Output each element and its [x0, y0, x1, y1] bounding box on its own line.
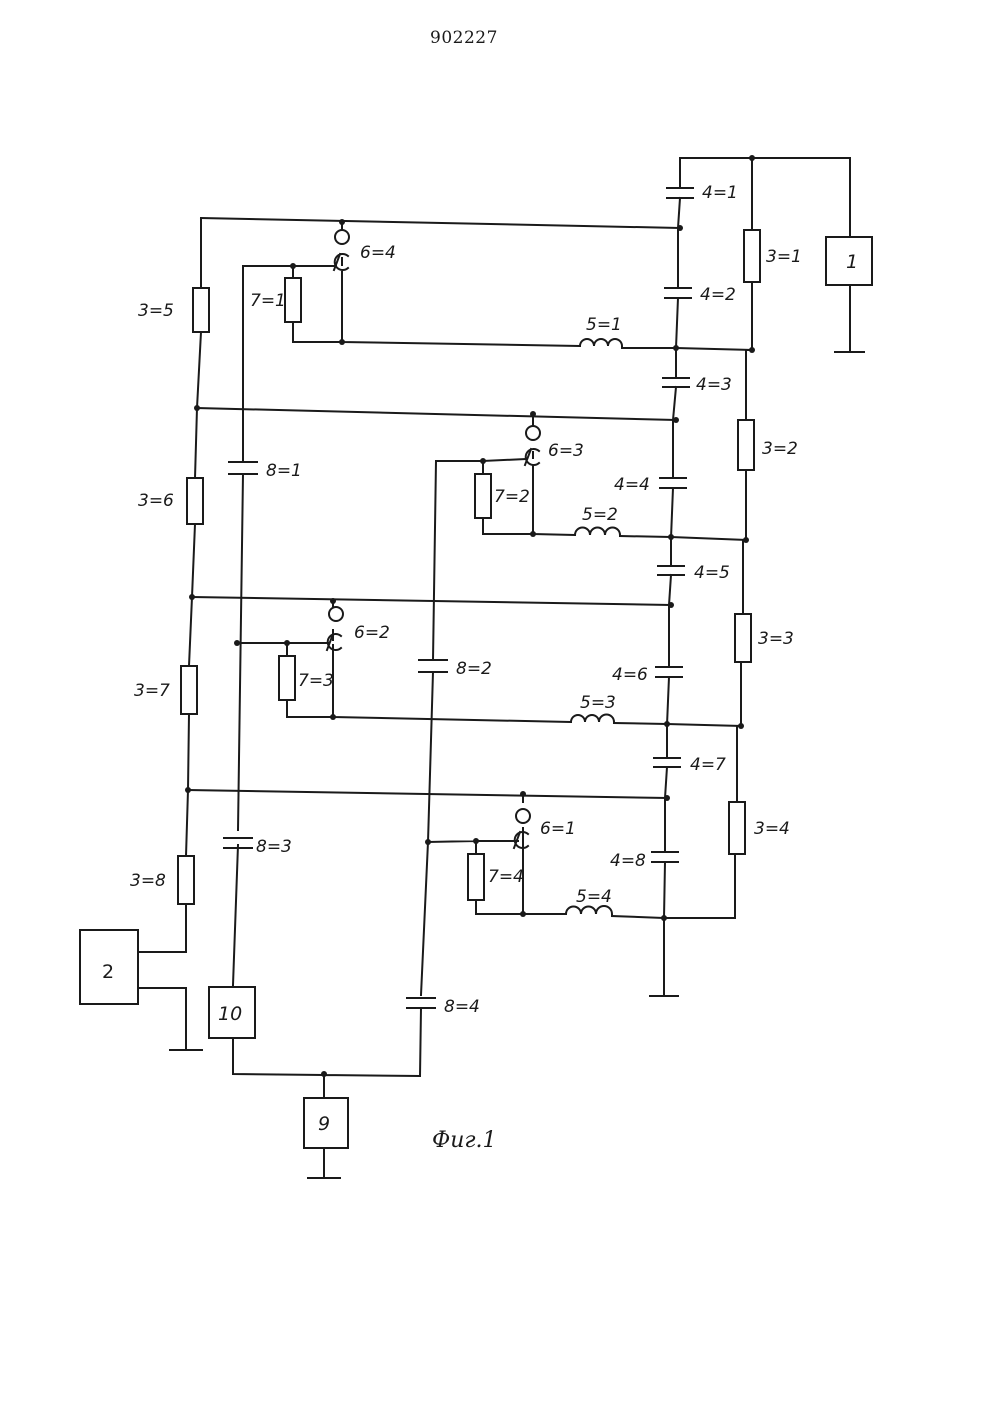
label-c82: 8=2 — [456, 659, 492, 679]
capacitor-8-1 — [229, 462, 257, 474]
resistor-7-3 — [279, 656, 295, 700]
resistor-3-6 — [187, 478, 203, 524]
label-r74: 7=4 — [488, 867, 524, 887]
gap-6-3 — [525, 426, 540, 465]
component-labels: 3=1 3=2 3=3 3=4 3=5 3=6 3=7 3=8 4=1 4=2 … — [130, 183, 802, 1017]
capacitor-4-5 — [658, 566, 684, 575]
label-l54: 5=4 — [576, 887, 612, 907]
block-9-label: 9 — [318, 1113, 330, 1135]
label-r35: 3=5 — [138, 301, 174, 321]
capacitor-4-2 — [665, 288, 691, 298]
label-c43: 4=3 — [696, 375, 732, 395]
capacitor-4-1 — [667, 188, 693, 198]
resistor-3-2 — [738, 420, 754, 470]
label-l51: 5=1 — [586, 315, 622, 335]
label-r73: 7=3 — [298, 671, 334, 691]
capacitor-4-6 — [656, 667, 682, 677]
label-r71: 7=1 — [250, 291, 286, 311]
label-r33: 3=3 — [758, 629, 794, 649]
label-c83: 8=3 — [256, 837, 292, 857]
label-c84: 8=4 — [444, 997, 480, 1017]
resistor-7-2 — [475, 474, 491, 518]
inductor-5-4 — [566, 906, 612, 914]
capacitor-4-3 — [663, 378, 689, 387]
label-r31: 3=1 — [766, 247, 802, 267]
label-c45: 4=5 — [694, 563, 730, 583]
label-r37: 3=7 — [134, 681, 170, 701]
capacitor-4-8 — [652, 852, 678, 862]
figure-caption: Фиг.1 — [432, 1128, 497, 1153]
inductor-5-2 — [575, 528, 620, 536]
label-c46: 4=6 — [612, 665, 648, 685]
label-c48: 4=8 — [610, 851, 646, 871]
label-d61: 6=1 — [540, 819, 576, 839]
label-r72: 7=2 — [494, 487, 530, 507]
resistor-3-1 — [744, 230, 760, 282]
label-r38: 3=8 — [130, 871, 166, 891]
label-l52: 5=2 — [582, 505, 618, 525]
label-r32: 3=2 — [762, 439, 798, 459]
capacitor-4-7 — [654, 758, 680, 767]
inductor-5-1 — [580, 339, 622, 346]
resistor-3-4 — [729, 802, 745, 854]
label-r34: 3=4 — [754, 819, 790, 839]
label-c81: 8=1 — [266, 461, 302, 481]
resistor-3-7 — [181, 666, 197, 714]
block-2-label: 2 — [102, 961, 114, 983]
resistor-7-4 — [468, 854, 484, 900]
block-10-label: 10 — [218, 1003, 242, 1025]
label-c44: 4=4 — [614, 475, 650, 495]
label-c47: 4=7 — [690, 755, 726, 775]
label-c41: 4=1 — [702, 183, 738, 203]
capacitor-8-2 — [419, 660, 447, 672]
block-1-label: 1 — [846, 251, 858, 273]
label-c42: 4=2 — [700, 285, 736, 305]
spark-gaps — [327, 230, 540, 848]
resistor-3-8 — [178, 856, 194, 904]
gap-6-2 — [327, 607, 343, 650]
label-d64: 6=4 — [360, 243, 396, 263]
label-d63: 6=3 — [548, 441, 584, 461]
resistor-7-1 — [285, 278, 301, 322]
resistor-3-5 — [193, 288, 209, 332]
capacitor-4-4 — [660, 478, 686, 488]
label-r36: 3=6 — [138, 491, 174, 511]
label-l53: 5=3 — [580, 693, 616, 713]
inductor-5-3 — [571, 715, 614, 723]
resistor-3-3 — [735, 614, 751, 662]
label-d62: 6=2 — [354, 623, 390, 643]
capacitor-8-4 — [407, 998, 435, 1008]
